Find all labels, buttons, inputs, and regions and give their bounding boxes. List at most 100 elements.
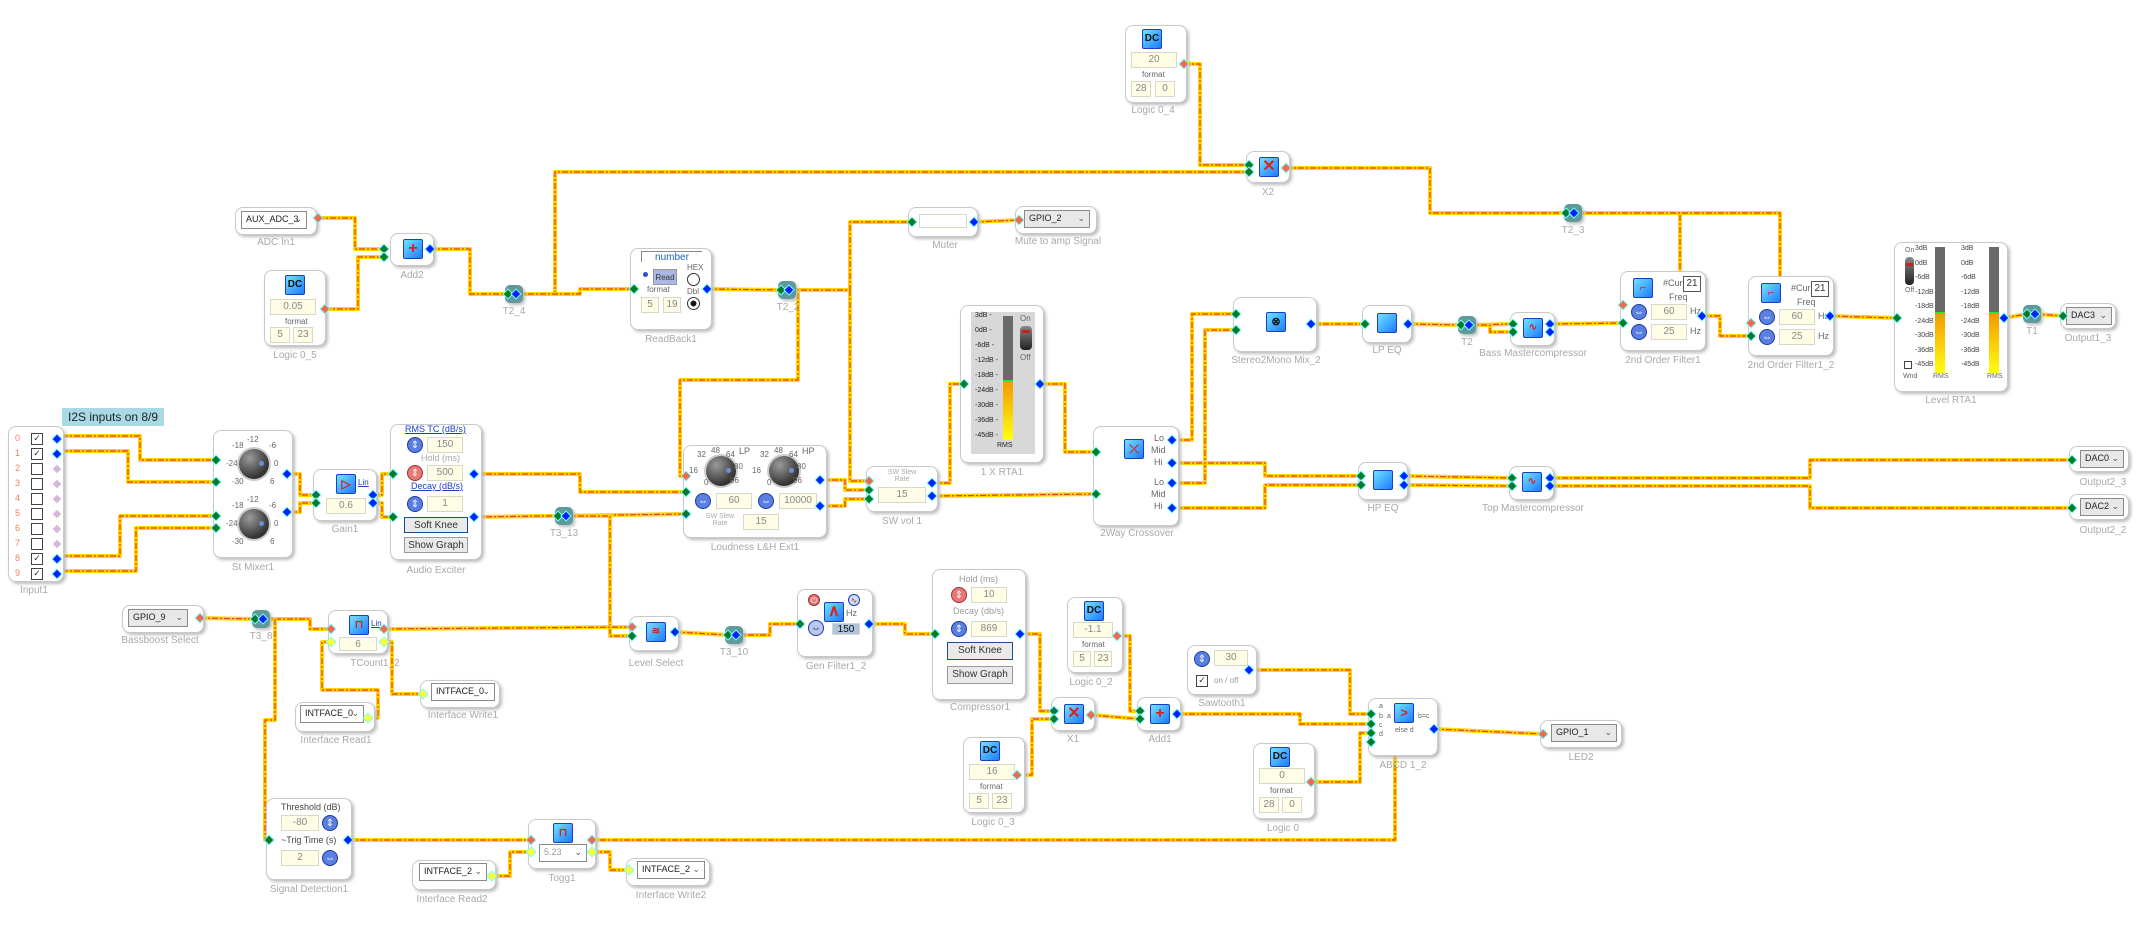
dbl-radio[interactable] xyxy=(687,297,700,310)
hold-field[interactable]: 10 xyxy=(971,587,1007,603)
trig-spinner-icon[interactable]: ⇔ xyxy=(322,850,338,866)
channel-checkbox[interactable]: ✓ xyxy=(31,433,43,445)
readback1-block[interactable]: number Read HEX format Dbl 5 19 xyxy=(630,248,712,330)
signal-wire[interactable] xyxy=(325,255,384,311)
channel-output-pin[interactable] xyxy=(52,494,62,504)
interface-select[interactable]: INTFACE_2⌄ xyxy=(419,863,487,881)
togg-select[interactable]: 5.23⌄ xyxy=(539,844,587,862)
freq-spinner-icon[interactable]: ⇔ xyxy=(1759,309,1775,325)
decay-spinner-icon[interactable]: ⇕ xyxy=(407,496,423,512)
signal-wire[interactable] xyxy=(516,170,1249,296)
decay-spinner-icon[interactable]: ⇕ xyxy=(951,621,967,637)
freq-spinner-icon[interactable]: ⇔ xyxy=(808,620,824,636)
read-button[interactable]: Read xyxy=(653,269,677,285)
signal-wire[interactable] xyxy=(492,850,531,878)
q-spinner-icon[interactable]: ⇔ xyxy=(1759,329,1775,345)
tcount-value-field[interactable]: 6 xyxy=(339,637,377,651)
mute-signal-block[interactable]: GPIO_2⌄ xyxy=(1015,206,1097,234)
dac-select[interactable]: DAC2⌄ xyxy=(2080,498,2124,516)
sine-wave-icon[interactable]: ∿ xyxy=(848,594,860,606)
gain-value-field[interactable]: 0.6 xyxy=(326,498,366,514)
on-off-toggle[interactable] xyxy=(1020,326,1032,350)
iface-read2-block[interactable]: INTFACE_2⌄ xyxy=(412,860,496,890)
q-field[interactable]: 25 xyxy=(1651,324,1687,340)
signal-wire[interactable] xyxy=(1184,62,1249,167)
iface-write2-block[interactable]: INTFACE_2⌄ xyxy=(626,858,710,886)
power-icon[interactable]: ⏻ xyxy=(808,594,820,606)
dac-select[interactable]: DAC0⌄ xyxy=(2080,450,2124,468)
on-off-checkbox[interactable]: ✓ xyxy=(1196,675,1208,687)
filter1-block[interactable]: ⌐ #Cur 21 Freq ⇔ 60 Hz ⇔ 25 Hz xyxy=(1620,271,1706,351)
lp-value-field[interactable]: 60 xyxy=(716,493,752,509)
signal-wire[interactable] xyxy=(1311,731,1371,784)
channel-output-pin[interactable] xyxy=(52,479,62,489)
signal-wire[interactable] xyxy=(736,622,800,637)
channel-checkbox[interactable] xyxy=(31,463,43,475)
signal-wire[interactable] xyxy=(62,526,216,573)
gain-mode-link[interactable]: Lin xyxy=(358,478,369,487)
hold-spinner-icon[interactable]: ⇕ xyxy=(951,587,967,603)
signal-wire[interactable] xyxy=(1550,458,2072,480)
channel-output-pin[interactable] xyxy=(52,569,62,579)
togg1-block[interactable]: ⊓ 5.23⌄ xyxy=(528,819,596,869)
dc-value-field[interactable]: -1.1 xyxy=(1073,622,1113,638)
format-b-field[interactable]: 0 xyxy=(1282,797,1302,813)
signal-wire[interactable] xyxy=(848,290,869,483)
threshold-spinner-icon[interactable]: ⇕ xyxy=(322,815,338,831)
channel-output-pin[interactable] xyxy=(52,509,62,519)
channel-output-pin[interactable] xyxy=(52,434,62,444)
compressor1-block[interactable]: Hold (ms) ⇕ 10 Decay (db/s) ⇕ 869 Soft K… xyxy=(932,569,1026,700)
channel-checkbox[interactable]: ✓ xyxy=(31,553,43,565)
signal-det-block[interactable]: Threshold (dB) -80 ⇕ ~Trig Time (s) 2 ⇔ xyxy=(266,798,352,880)
interface-select[interactable]: INTFACE_2⌄ xyxy=(637,861,705,879)
cur-field[interactable]: 21 xyxy=(1683,276,1701,292)
tcount-block[interactable]: ⊓ Lin 6 xyxy=(328,610,388,654)
signal-wire[interactable] xyxy=(1433,727,1544,736)
format-a-field[interactable]: 5 xyxy=(641,297,659,313)
bassboost-block[interactable]: GPIO_9⌄ xyxy=(122,605,204,633)
format-b-field[interactable]: 23 xyxy=(992,793,1012,809)
stereo2mono-block[interactable]: ⊗ xyxy=(1233,297,1317,352)
channel-checkbox[interactable] xyxy=(31,508,43,520)
format-b-field[interactable]: 19 xyxy=(663,297,681,313)
top-comp-block[interactable]: ∿ xyxy=(1509,466,1554,500)
lp-spinner-icon[interactable]: ⇔ xyxy=(695,493,711,509)
channel-checkbox[interactable] xyxy=(31,538,43,550)
mixer-knob-2[interactable] xyxy=(239,509,269,539)
signal-wire[interactable] xyxy=(706,287,782,292)
gpio-select[interactable]: GPIO_9⌄ xyxy=(128,609,188,627)
soft-knee-button[interactable]: Soft Knee xyxy=(404,517,468,533)
freq-field[interactable]: 60 xyxy=(1779,309,1815,325)
format-b-field[interactable]: 23 xyxy=(293,327,313,343)
signal-wire[interactable] xyxy=(62,449,216,484)
signal-wire[interactable] xyxy=(1090,713,1141,721)
adc-in1-block[interactable]: AUX_ADC_3⌄ xyxy=(235,207,317,235)
signal-wire[interactable] xyxy=(973,218,1020,224)
gen-filter-block[interactable]: ⏻ ∿ ∧ Hz ⇔ 150 xyxy=(797,589,873,657)
decay-field[interactable]: 1 xyxy=(427,496,463,512)
trig-field[interactable]: 2 xyxy=(281,850,319,866)
signal-wire[interactable] xyxy=(1702,314,1751,338)
audio-exciter-block[interactable]: RMS TC (dB/s) ⇕ 150 Hold (ms) ⇕ 500 Deca… xyxy=(390,424,482,560)
filter1-2-block[interactable]: ⌐ #Cur 21 Freq ⇔ 60 Hz ⇔ 25 Hz xyxy=(1748,276,1834,356)
led2-block[interactable]: GPIO_1⌄ xyxy=(1540,720,1622,748)
channel-checkbox[interactable] xyxy=(31,478,43,490)
signal-wire[interactable] xyxy=(1172,328,1236,485)
signal-wire[interactable] xyxy=(62,514,216,558)
channel-checkbox[interactable] xyxy=(31,493,43,505)
signal-wire[interactable] xyxy=(1286,166,1566,215)
interface-select[interactable]: INTFACE_0⌄ xyxy=(431,683,495,701)
signal-wire[interactable] xyxy=(199,616,256,621)
q-field[interactable]: 25 xyxy=(1779,329,1815,345)
signal-wire[interactable] xyxy=(430,247,508,296)
interface-select[interactable]: INTFACE_0⌄ xyxy=(300,705,364,723)
q-spinner-icon[interactable]: ⇔ xyxy=(1631,324,1647,340)
threshold-field[interactable]: -80 xyxy=(281,815,319,831)
output1-3-block[interactable]: DAC3⌄ xyxy=(2060,303,2116,329)
gen-filter-value-field[interactable]: 150 xyxy=(832,623,860,635)
signal-wire[interactable] xyxy=(869,622,935,636)
channel-checkbox[interactable] xyxy=(31,523,43,535)
gpio-select[interactable]: GPIO_2⌄ xyxy=(1024,210,1090,228)
